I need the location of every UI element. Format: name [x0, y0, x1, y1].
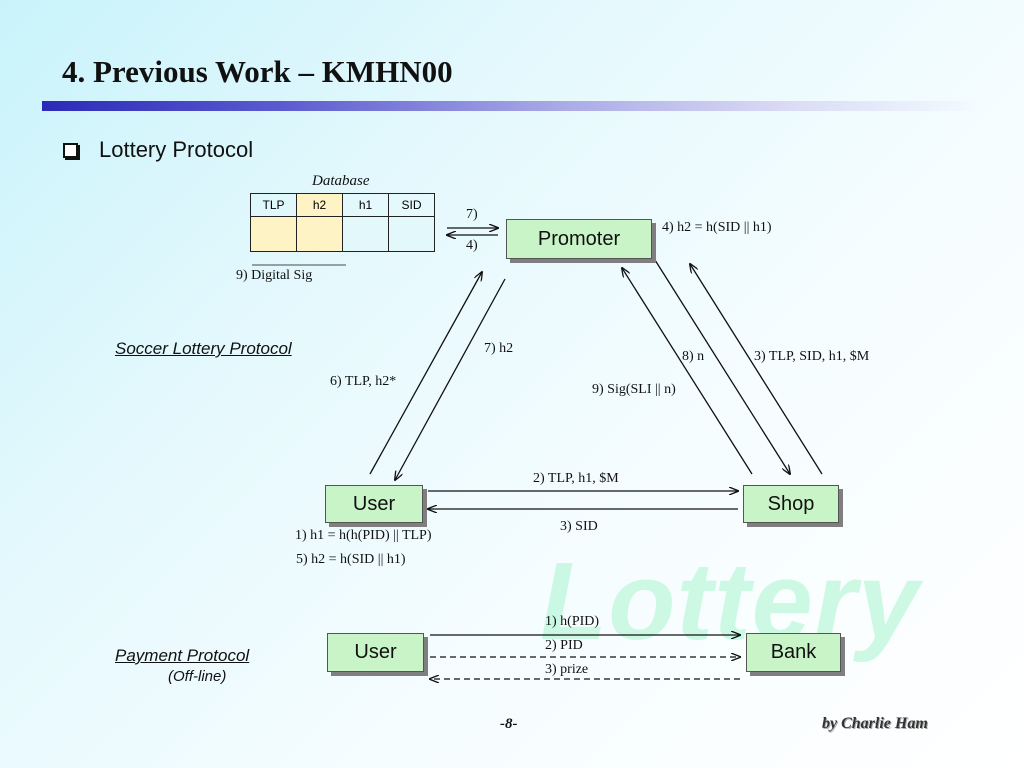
soccer-protocol-label: Soccer Lottery Protocol — [115, 339, 292, 358]
database-label: Database — [312, 173, 370, 189]
arrow-shop-to-promoter-2 — [690, 264, 823, 475]
db-col-tlp: TLP — [250, 193, 297, 217]
shop-node: Shop — [743, 485, 839, 523]
arrow-user-to-promoter — [369, 272, 482, 475]
db-col-h2: h2 — [296, 193, 343, 217]
msg-7-db: 7) — [466, 207, 478, 222]
arrow-shop-to-promoter — [622, 268, 753, 475]
user-node: User — [325, 485, 423, 523]
page-number: -8- — [500, 716, 518, 732]
database-table: TLP h2 h1 SID — [250, 193, 435, 252]
arrow-promoter-to-shop — [654, 259, 790, 474]
db-cell — [388, 216, 435, 252]
msg-4-promoter: 4) h2 = h(SID || h1) — [662, 220, 772, 235]
lottery-watermark: Lottery — [540, 540, 920, 663]
payment-user-node: User — [327, 633, 424, 672]
db-col-sid: SID — [388, 193, 435, 217]
db-cell — [296, 216, 343, 252]
arrow-promoter-to-user — [395, 278, 506, 480]
msg-3-sid: 3) SID — [560, 519, 598, 534]
slide-title: 4. Previous Work – KMHN00 — [62, 54, 453, 89]
payment-protocol-label: Payment Protocol — [115, 646, 250, 665]
msg-8: 8) n — [682, 349, 705, 364]
checkbox-bullet-icon — [63, 143, 78, 158]
db-col-h1: h1 — [342, 193, 389, 217]
offline-label: (Off-line) — [168, 668, 227, 685]
digital-sig-label: 9) Digital Sig — [236, 268, 313, 283]
msg-p3: 3) prize — [545, 662, 589, 677]
msg-4-db: 4) — [466, 238, 478, 253]
db-cell — [250, 216, 297, 252]
msg-5: 5) h2 = h(SID || h1) — [296, 552, 406, 567]
bank-node: Bank — [746, 633, 841, 672]
author-credit: by Charlie Ham — [822, 715, 928, 732]
db-cell — [342, 216, 389, 252]
msg-9: 9) Sig(SLI || n) — [592, 382, 676, 397]
msg-1: 1) h1 = h(h(PID) || TLP) — [295, 528, 432, 543]
msg-p1: 1) h(PID) — [545, 614, 600, 629]
promoter-node: Promoter — [506, 219, 652, 259]
msg-6: 6) TLP, h2* — [330, 374, 397, 389]
msg-p2: 2) PID — [545, 638, 583, 653]
bullet-heading: Lottery Protocol — [99, 137, 254, 162]
title-underline-bar — [42, 101, 982, 111]
msg-3-shop: 3) TLP, SID, h1, $M — [754, 349, 870, 364]
msg-2: 2) TLP, h1, $M — [533, 471, 619, 486]
msg-7-h2: 7) h2 — [484, 341, 514, 356]
